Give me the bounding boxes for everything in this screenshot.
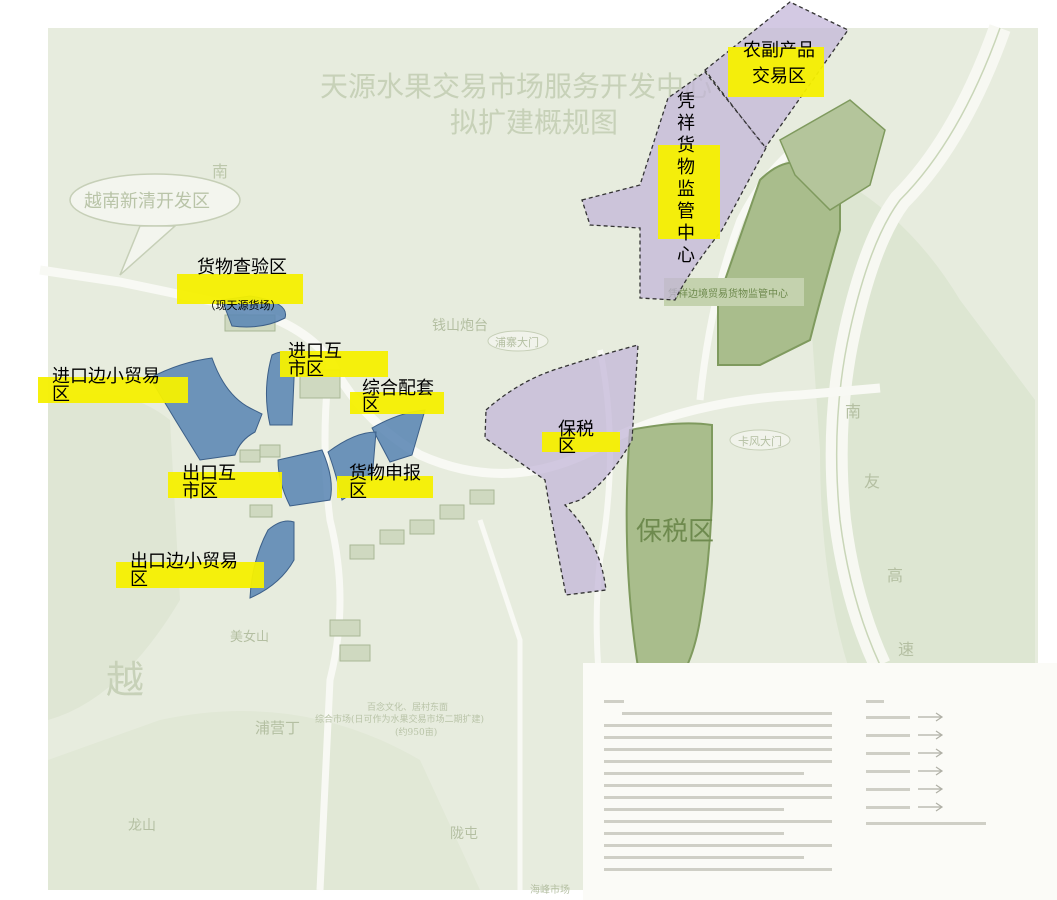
hill-shading-bottom: [48, 711, 480, 890]
label-kafeng-damen: 卡风大门: [738, 434, 782, 448]
hl-zonghe-peitao: [350, 392, 444, 414]
label-gao: 高: [887, 566, 903, 585]
label-jinkou-bianmao: 进口边小贸易区: [52, 366, 160, 405]
label-longshan: 龙山: [128, 818, 156, 834]
label-bottom: 海峰市场: [530, 883, 570, 896]
label-huowu-shenbao: 货物申报区: [349, 463, 421, 502]
label-nongfu-jiaoyi: 农副产品交易区: [743, 40, 815, 87]
map-title-line2: 拟扩建概规图: [450, 106, 618, 139]
hl-jinkou-bianmao: [38, 377, 188, 403]
bubble-label: 越南新清开发区: [84, 191, 210, 212]
hl-baoshui: [542, 432, 620, 452]
hl-huowu-chayan: [177, 274, 303, 304]
label-center-text: 凭祥边境贸易货物监管中心: [668, 287, 788, 300]
label-jinkou-hushi: 进口互市区: [288, 341, 342, 380]
note-line3: (约950亩): [395, 726, 437, 738]
label-luntun: 陇屯: [450, 826, 478, 842]
hl-pingxiang-jianguan: [658, 145, 720, 239]
main-road: [39, 265, 881, 478]
legend-text-lines: [604, 700, 986, 871]
label-xian-tianyuan: （现天源货场）: [204, 299, 282, 312]
zone-chukou-hushi[interactable]: [277, 449, 332, 507]
hl-huowu-shenbao: [337, 476, 433, 498]
hl-nongfu-jiaoyi: [728, 47, 824, 97]
legend-arrows: [918, 712, 944, 812]
hl-jinkou-hushi: [280, 351, 388, 377]
map-title-line1: 天源水果交易市场服务开发中心: [320, 70, 712, 103]
label-baoshui-big: 保税区: [636, 517, 714, 547]
label-chukou-bianmao: 出口边小贸易区: [130, 551, 238, 590]
legend-panel: [583, 663, 1057, 900]
label-pusai-damen: 浦寨大门: [495, 335, 539, 349]
hl-chukou-hushi: [168, 472, 282, 498]
label-chukou-hushi: 出口互市区: [182, 463, 236, 502]
note-line2: 综合市场(日可作为水果交易市场二期扩建): [315, 713, 484, 725]
label-yue: 越: [106, 658, 144, 702]
label-su: 速: [898, 640, 914, 659]
label-baoshui: 保税区: [558, 419, 594, 457]
hill-shading: [48, 393, 180, 720]
baoshui-base-area: [625, 422, 713, 702]
label-pingxiang-jianguan: 凭祥货物监管中心: [677, 91, 695, 266]
jianguan-label-strip: [664, 278, 804, 306]
northeast-grid: [779, 99, 886, 211]
building-blocks: [224, 314, 495, 662]
label-puyingding: 浦营丁: [255, 719, 300, 737]
label-meinushan: 美女山: [230, 629, 269, 645]
label-nan-right: 南: [845, 402, 861, 421]
zone-baoshui[interactable]: [484, 344, 639, 596]
jianguan-center-area: [717, 161, 841, 366]
note-line1: 百念文化、居村东面: [367, 701, 448, 713]
label-you: 友: [864, 472, 880, 491]
label-zonghe-peitao: 综合配套区: [362, 378, 434, 416]
hl-chukou-bianmao: [116, 562, 264, 588]
label-huowu-chayan: 货物查验区: [197, 257, 287, 278]
label-qianshan-paotai: 钱山炮台: [432, 318, 488, 334]
label-nan-top: 南: [212, 162, 228, 181]
